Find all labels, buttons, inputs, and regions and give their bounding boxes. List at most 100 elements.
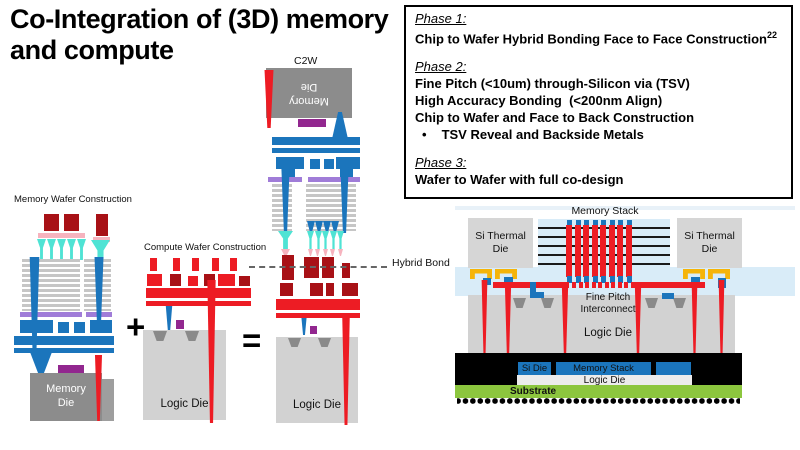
tsv-via-red: [561, 284, 569, 353]
phase1-text: Chip to Wafer Hybrid Bonding Face to Fac…: [415, 31, 767, 47]
phase2-bullet: •TSV Reveal and Backside Metals: [415, 126, 782, 143]
bond-pad: [342, 263, 350, 278]
tsv-via-red: [481, 280, 488, 353]
stack-via: [575, 225, 581, 277]
interconnect-stub: [662, 293, 674, 299]
phase2-bullet-text: TSV Reveal and Backside Metals: [441, 127, 644, 143]
tsv-via: [340, 167, 349, 233]
metal-block: [239, 276, 250, 286]
via-cap: [567, 220, 572, 226]
via-cap: [584, 276, 589, 283]
microbump-funnel: [315, 231, 322, 249]
pkg-memory-stack-label: Memory Stack: [573, 363, 634, 374]
microbump-funnel: [337, 231, 344, 249]
hybrid-bond-label: Hybrid Bond: [392, 257, 450, 269]
via-cap: [601, 276, 606, 283]
bond-pad: [310, 283, 323, 296]
contact-pad: [153, 331, 167, 341]
via-cap: [567, 276, 572, 283]
via-cap: [618, 220, 623, 226]
via-cap: [618, 276, 623, 283]
metal-block: [230, 258, 237, 271]
phase1-line: Chip to Wafer Hybrid Bonding Face to Fac…: [415, 27, 782, 47]
footnote-ref: 22: [766, 30, 777, 40]
via-tip: [331, 221, 339, 233]
microbump-funnel: [307, 231, 314, 249]
underfill-bar: [38, 233, 85, 238]
bump-tip: [308, 249, 313, 256]
compute-wafer-diagram: Compute Wafer Construction Logic Die: [143, 242, 266, 425]
metal-block: [324, 159, 334, 169]
contact-pad: [318, 338, 331, 347]
top-strip: [455, 206, 795, 210]
via-cap: [627, 220, 632, 226]
metal-block: [188, 276, 198, 286]
logic-die-band: [468, 295, 735, 353]
via-funnel: [30, 352, 52, 375]
phase2-line3: Chip to Wafer and Face to Back Construct…: [415, 110, 695, 126]
via-cap: [584, 220, 589, 226]
plus-operator: +: [126, 308, 146, 345]
bump-tip: [323, 249, 328, 256]
pkg-memory-stack-box: Memory Stack: [556, 362, 651, 375]
bump-tip: [281, 249, 290, 256]
spacer: [415, 47, 782, 58]
fine-pitch-bump: [618, 282, 622, 288]
fine-pitch-bump: [585, 282, 589, 288]
fine-pitch-bump: [572, 282, 576, 288]
pkg-si-die-box: Si Die: [518, 362, 551, 375]
metal-block: [170, 274, 181, 286]
metal-block: [218, 274, 235, 286]
metal-bar: [272, 137, 360, 145]
flipped-memory-die-label: Memory Die: [289, 81, 329, 107]
phases-box: Phase 1: Chip to Wafer Hybrid Bonding Fa…: [404, 5, 793, 199]
metal-block: [192, 258, 199, 271]
bump-tip: [330, 249, 335, 256]
flipped-memory-die-box: Memory Die: [266, 68, 352, 118]
via-funnel: [301, 318, 307, 335]
metal-bar: [14, 348, 114, 353]
bond-stub: [504, 277, 513, 285]
fine-pitch-bump: [624, 282, 628, 288]
phase3-line1: Wafer to Wafer with full co-design: [415, 172, 624, 188]
metal-bar: [272, 148, 360, 153]
metal-bar: [146, 288, 251, 298]
microbump-funnel: [57, 239, 66, 260]
bond-pad: [326, 283, 334, 296]
via-cap: [593, 220, 598, 226]
stack-via: [600, 225, 606, 277]
logic-die-label: Logic Die: [160, 398, 209, 410]
fine-pitch-bump: [605, 282, 609, 288]
si-thermal-die-left: Si Thermal Die: [468, 218, 533, 268]
tsv-via-red: [504, 282, 512, 353]
tsv-via-red: [718, 280, 725, 353]
tsv-via: [94, 257, 104, 333]
stack-via: [566, 225, 572, 277]
stack-via: [626, 225, 632, 277]
metal-bar: [14, 336, 114, 345]
contact-pad: [645, 298, 658, 308]
metal-block: [20, 320, 53, 333]
bond-pad: [96, 214, 108, 236]
tsv-via-red: [264, 70, 274, 128]
metal-block: [147, 274, 162, 286]
slide-title: Co-Integration of (3D) memory and comput…: [10, 4, 389, 66]
via-tip: [323, 221, 331, 233]
bond-layer-bar: [20, 312, 82, 317]
metal-block: [74, 322, 85, 333]
fine-pitch-label: Fine Pitch Interconnect: [580, 292, 636, 315]
via-funnel: [165, 306, 173, 330]
pkg-die-box: [656, 362, 691, 375]
microbump-funnel: [67, 239, 76, 260]
memory-die-box: Memory Die: [30, 373, 102, 421]
si-thermal-die-right-label: Si Thermal Die: [684, 230, 735, 255]
tsv-via: [281, 167, 290, 233]
phase2-heading: Phase 2:: [415, 59, 467, 75]
via-cap: [576, 276, 581, 283]
via-cap: [610, 220, 615, 226]
contact-pad: [288, 338, 301, 347]
bond-pad: [64, 214, 79, 231]
xs-logic-die-label: Logic Die: [584, 327, 632, 339]
metal-block: [58, 322, 69, 333]
